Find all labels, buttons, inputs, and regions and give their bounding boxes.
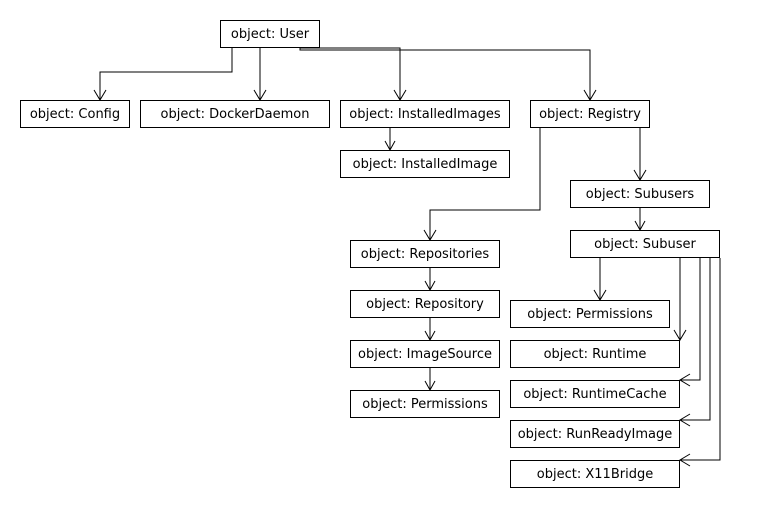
edge-user-config (93, 48, 233, 101)
node-subuser: object: Subuser (570, 230, 720, 258)
node-repository: object: Repository (350, 290, 500, 318)
node-image-source: object: ImageSource (350, 340, 500, 368)
node-user: object: User (220, 20, 320, 48)
edge-user-installed-images (300, 47, 407, 101)
node-installed-images: object: InstalledImages (340, 100, 510, 128)
edge-user-docker-daemon (253, 48, 267, 101)
edge-registry-subusers (633, 128, 647, 181)
edge-user-registry (299, 48, 597, 101)
node-config: object: Config (20, 100, 130, 128)
node-registry: object: Registry (530, 100, 650, 128)
node-runtime: object: Runtime (510, 340, 680, 368)
edge-subuser-run-ready-image (679, 258, 711, 427)
edge-subusers-subuser (634, 208, 646, 232)
edge-repositories-repository (424, 268, 436, 292)
node-run-ready-image: object: RunReadyImage (510, 420, 680, 448)
edge-registry-repositories (423, 128, 541, 241)
node-permissions-repository: object: Permissions (350, 390, 500, 418)
edge-subuser-runtime-cache (679, 258, 701, 387)
node-installed-image: object: InstalledImage (340, 150, 510, 178)
node-runtime-cache: object: RuntimeCache (510, 380, 680, 408)
edge-installed-images-installed-image (384, 128, 396, 152)
node-permissions-subuser: object: Permissions (510, 300, 670, 328)
edge-subuser-runtime (673, 258, 687, 341)
node-subusers: object: Subusers (570, 180, 710, 208)
node-x11-bridge: object: X11Bridge (510, 460, 680, 488)
node-docker-daemon: object: DockerDaemon (140, 100, 330, 128)
node-repositories: object: Repositories (350, 240, 500, 268)
edge-repository-image-source (424, 318, 436, 342)
edge-image-source-permissions (424, 368, 436, 392)
edge-subuser-x11-bridge (679, 258, 721, 467)
edge-subuser-permissions (593, 258, 607, 301)
